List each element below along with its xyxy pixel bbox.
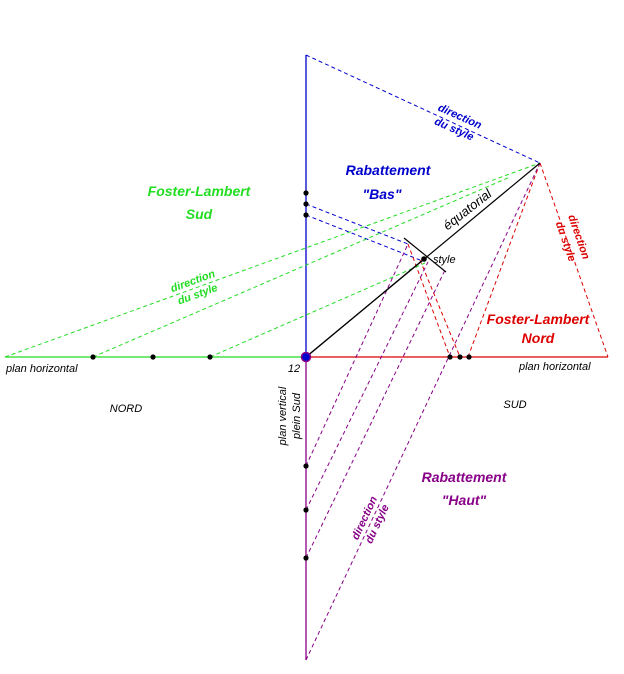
style-point [421,256,427,262]
dot [457,354,463,360]
direction-green-label: direction du style [169,268,219,308]
dot [207,354,213,360]
plan-vertical-label: plan vertical plein Sud [277,386,303,446]
twelve-label: 12 [288,363,300,375]
rabattement-bas-label: Rabattement [346,162,432,178]
foster-sud-label: Foster-Lambert [148,183,252,199]
svg-text:plan vertical: plan vertical [277,386,289,446]
dot [303,463,309,469]
rabattement-bas-sub: "Bas" [363,186,402,202]
svg-text:plein Sud: plein Sud [291,392,303,440]
style-label: style [433,254,456,266]
plan-horizontal-south-label: plan horizontal [518,361,591,373]
plan-horizontal-north-label: plan horizontal [5,363,78,375]
dot [303,190,309,196]
red-dashed-construction [407,162,609,358]
dot [303,555,309,561]
direction-blue-label: direction du style [433,102,484,144]
dot [303,201,309,207]
dot [150,354,156,360]
purple-dashed-construction [305,162,541,661]
rabattement-haut-label: Rabattement [422,469,508,485]
blue-dashed-construction [305,54,541,261]
dot [90,354,96,360]
nord-label: NORD [110,403,142,415]
direction-red-label: direction du style [553,213,592,263]
sud-label: SUD [503,399,526,411]
dot [303,212,309,218]
foster-nord-label: Foster-Lambert [487,311,591,327]
dot [447,354,453,360]
dot [303,507,309,513]
equatorial-label: équatorial [440,185,495,233]
rabattement-haut-sub: "Haut" [442,492,487,508]
foster-nord-sub: Nord [522,330,555,346]
direction-purple-label: direction du style [350,494,392,545]
green-dashed-construction [4,162,541,358]
dot [466,354,472,360]
foster-sud-sub: Sud [186,206,213,222]
origin-point [300,351,312,363]
